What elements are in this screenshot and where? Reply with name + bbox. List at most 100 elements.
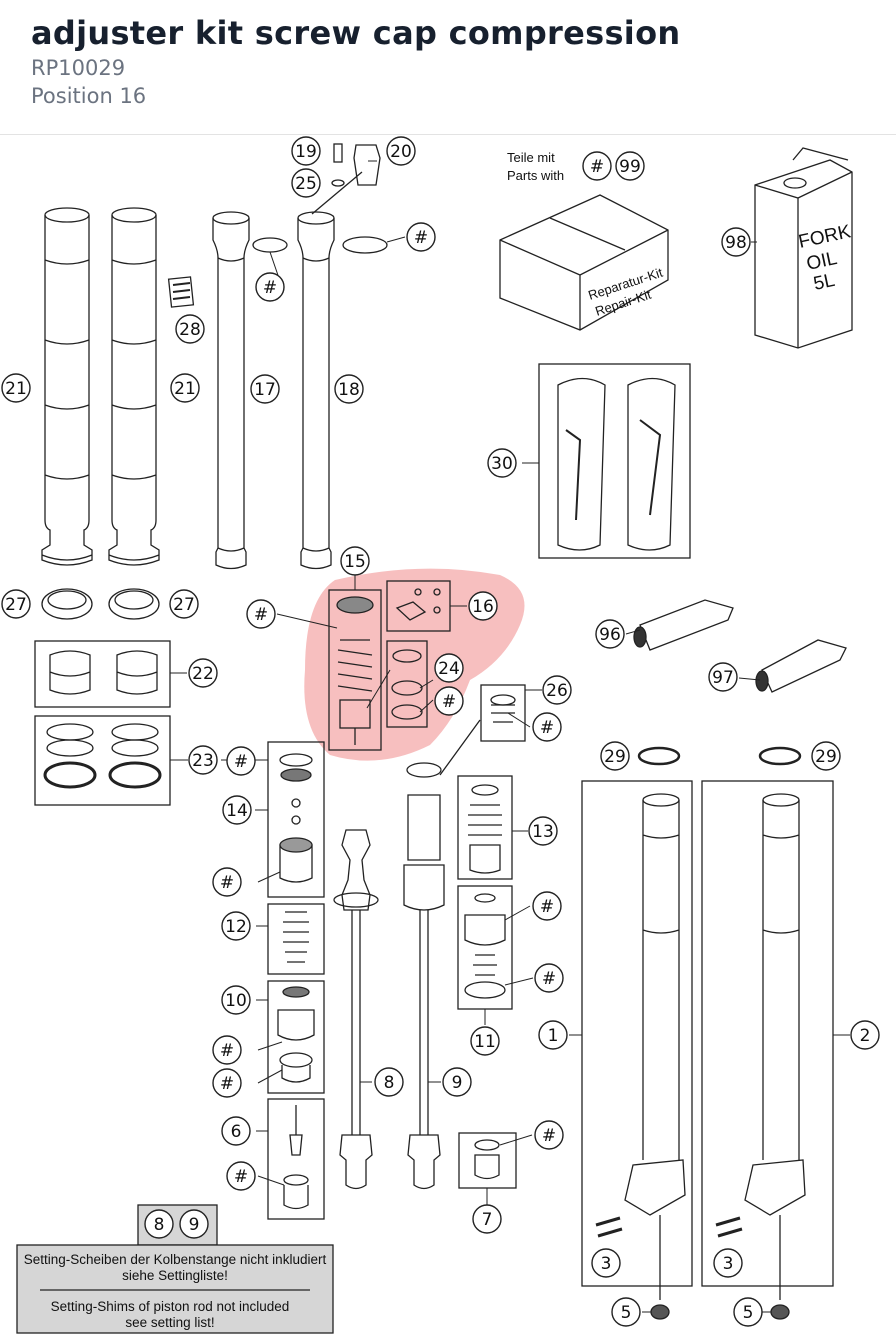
svg-text:1: 1 xyxy=(548,1026,559,1046)
callout-3a[interactable]: 3 xyxy=(591,1248,621,1278)
o-ring xyxy=(252,237,288,253)
washers-box-24 xyxy=(386,640,428,728)
svg-text:#: # xyxy=(220,1074,234,1094)
callout-13[interactable]: 13 xyxy=(528,816,558,846)
svg-text:#: # xyxy=(263,278,277,298)
svg-text:20: 20 xyxy=(390,142,412,162)
callout-28[interactable]: 28 xyxy=(175,314,205,344)
callout-8[interactable]: 8 xyxy=(374,1067,404,1097)
fork-guards-box xyxy=(538,363,691,559)
svg-text:26: 26 xyxy=(546,681,568,701)
svg-text:30: 30 xyxy=(491,454,513,474)
callout-hash-6[interactable]: # xyxy=(226,746,256,776)
svg-text:#: # xyxy=(542,969,556,989)
oil-can-line2: OIL xyxy=(805,248,839,275)
callout-note-8[interactable]: 8 xyxy=(144,1209,174,1239)
outer-tube-right xyxy=(108,207,160,566)
callout-14[interactable]: 14 xyxy=(222,795,252,825)
callout-11[interactable]: 11 xyxy=(470,1026,500,1056)
grease-tube-97 xyxy=(755,639,847,693)
callout-12[interactable]: 12 xyxy=(221,911,251,941)
grease-tube-96 xyxy=(633,599,734,651)
svg-text:#: # xyxy=(220,1041,234,1061)
svg-text:#: # xyxy=(540,897,554,917)
callout-20[interactable]: 20 xyxy=(386,136,416,166)
callout-21b[interactable]: 21 xyxy=(170,373,200,403)
callout-22[interactable]: 22 xyxy=(188,658,218,688)
svg-text:11: 11 xyxy=(474,1032,496,1052)
callout-hash-1[interactable]: # xyxy=(406,222,436,252)
svg-text:3: 3 xyxy=(601,1254,612,1274)
callout-18[interactable]: 18 xyxy=(334,374,364,404)
callout-5b[interactable]: 5 xyxy=(733,1297,763,1327)
callout-26[interactable]: 26 xyxy=(542,675,572,705)
valve-10 xyxy=(267,980,325,1094)
callout-hash-5[interactable]: # xyxy=(532,712,562,742)
needle-valve-6 xyxy=(267,1098,325,1220)
callout-2[interactable]: 2 xyxy=(850,1020,880,1050)
callout-5a[interactable]: 5 xyxy=(611,1297,641,1327)
callout-15[interactable]: 15 xyxy=(340,546,370,576)
callout-9[interactable]: 9 xyxy=(442,1067,472,1097)
callout-1[interactable]: 1 xyxy=(538,1020,568,1050)
callout-97[interactable]: 97 xyxy=(708,662,738,692)
callout-99[interactable]: 99 xyxy=(615,151,645,181)
svg-text:6: 6 xyxy=(231,1122,242,1142)
svg-text:2: 2 xyxy=(860,1026,871,1046)
svg-text:#: # xyxy=(414,228,428,248)
callout-29a[interactable]: 29 xyxy=(600,741,630,771)
callout-hash-4[interactable]: # xyxy=(434,686,464,716)
bushings-box xyxy=(34,640,171,708)
svg-text:3: 3 xyxy=(723,1254,734,1274)
exploded-parts-diagram: Teile mit Parts with Reparatur-Kit Repai… xyxy=(1,136,880,1334)
svg-text:27: 27 xyxy=(173,595,195,615)
callout-hash-9[interactable]: # xyxy=(534,963,564,993)
svg-text:9: 9 xyxy=(189,1215,200,1235)
svg-text:7: 7 xyxy=(482,1210,493,1230)
callout-29b[interactable]: 29 xyxy=(811,741,841,771)
callout-legend-hash[interactable]: # xyxy=(582,151,612,181)
callout-30[interactable]: 30 xyxy=(487,448,517,478)
svg-text:25: 25 xyxy=(295,174,317,194)
callout-21a[interactable]: 21 xyxy=(1,373,31,403)
callout-17[interactable]: 17 xyxy=(250,374,280,404)
callout-96[interactable]: 96 xyxy=(595,619,625,649)
setting-note: Setting-Scheiben der Kolbenstange nicht … xyxy=(16,1204,334,1334)
callout-hash-7[interactable]: # xyxy=(212,867,242,897)
callout-25[interactable]: 25 xyxy=(291,168,321,198)
callout-hash-12[interactable]: # xyxy=(534,1120,564,1150)
callout-10[interactable]: 10 xyxy=(221,985,251,1015)
svg-text:27: 27 xyxy=(5,595,27,615)
callout-hash-8[interactable]: # xyxy=(532,891,562,921)
callout-27a[interactable]: 27 xyxy=(1,589,31,619)
outer-tube-left xyxy=(41,207,93,566)
callout-hash-2[interactable]: # xyxy=(255,272,285,302)
callout-24[interactable]: 24 xyxy=(434,653,464,683)
svg-text:#: # xyxy=(254,605,268,625)
part-7 xyxy=(458,1132,517,1189)
compression-valve-14 xyxy=(267,741,325,898)
page-header: adjuster kit screw cap compression RP100… xyxy=(0,0,896,135)
svg-text:23: 23 xyxy=(192,751,214,771)
callout-98[interactable]: 98 xyxy=(721,227,751,257)
callout-19[interactable]: 19 xyxy=(291,136,321,166)
svg-text:#: # xyxy=(220,873,234,893)
svg-text:#: # xyxy=(540,718,554,738)
callout-hash-13[interactable]: # xyxy=(226,1161,256,1191)
callout-27b[interactable]: 27 xyxy=(169,589,199,619)
base-valve-11 xyxy=(457,885,513,1010)
callout-23[interactable]: 23 xyxy=(188,745,218,775)
svg-text:17: 17 xyxy=(254,380,276,400)
position-label: Position 16 xyxy=(31,84,147,108)
callout-hash-3[interactable]: # xyxy=(246,599,276,629)
callout-note-9[interactable]: 9 xyxy=(179,1209,209,1239)
callout-7[interactable]: 7 xyxy=(472,1204,502,1234)
oil-can-line3: 5L xyxy=(812,270,837,295)
callout-6[interactable]: 6 xyxy=(221,1116,251,1146)
callout-16[interactable]: 16 xyxy=(468,591,498,621)
callout-3b[interactable]: 3 xyxy=(713,1248,743,1278)
callout-hash-10[interactable]: # xyxy=(212,1035,242,1065)
svg-text:#: # xyxy=(542,1126,556,1146)
svg-text:19: 19 xyxy=(295,142,317,162)
callout-hash-11[interactable]: # xyxy=(212,1068,242,1098)
